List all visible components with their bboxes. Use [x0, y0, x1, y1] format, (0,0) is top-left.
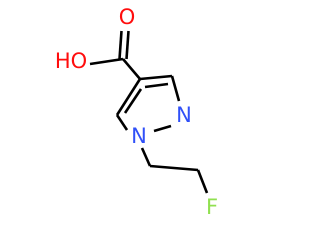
- bond-n1-c5: [115, 114, 129, 131]
- structure-canvas: O HO N N F: [55, 5, 218, 219]
- carbonyl-oxygen-label: O: [119, 5, 136, 29]
- bond-ch2-ch2: [149, 164, 199, 172]
- bond-n2-n1: [153, 124, 172, 133]
- nitrogen-1-label: N: [131, 124, 147, 148]
- bond-ring-carboxyl: [122, 58, 141, 80]
- bond-ch2-f: [196, 169, 209, 194]
- bond-c4-c3-inner: [144, 82, 169, 89]
- bond-c-oh: [89, 57, 124, 66]
- hydroxyl-label: HO: [55, 49, 87, 73]
- bond-c5-c4: [115, 78, 142, 116]
- bond-n1-ch2: [140, 147, 152, 167]
- nitrogen-2-label: N: [176, 103, 192, 127]
- bond-c5-c4-inner: [123, 88, 143, 114]
- molecule-structure: O HO N N F: [55, 5, 218, 219]
- bond-c-o-double-a: [118, 30, 123, 60]
- fluorine-label: F: [206, 195, 218, 219]
- bond-c3-n2: [170, 75, 181, 102]
- bond-c4-c3-double: [139, 74, 173, 81]
- bond-c-o-double-b: [125, 30, 130, 60]
